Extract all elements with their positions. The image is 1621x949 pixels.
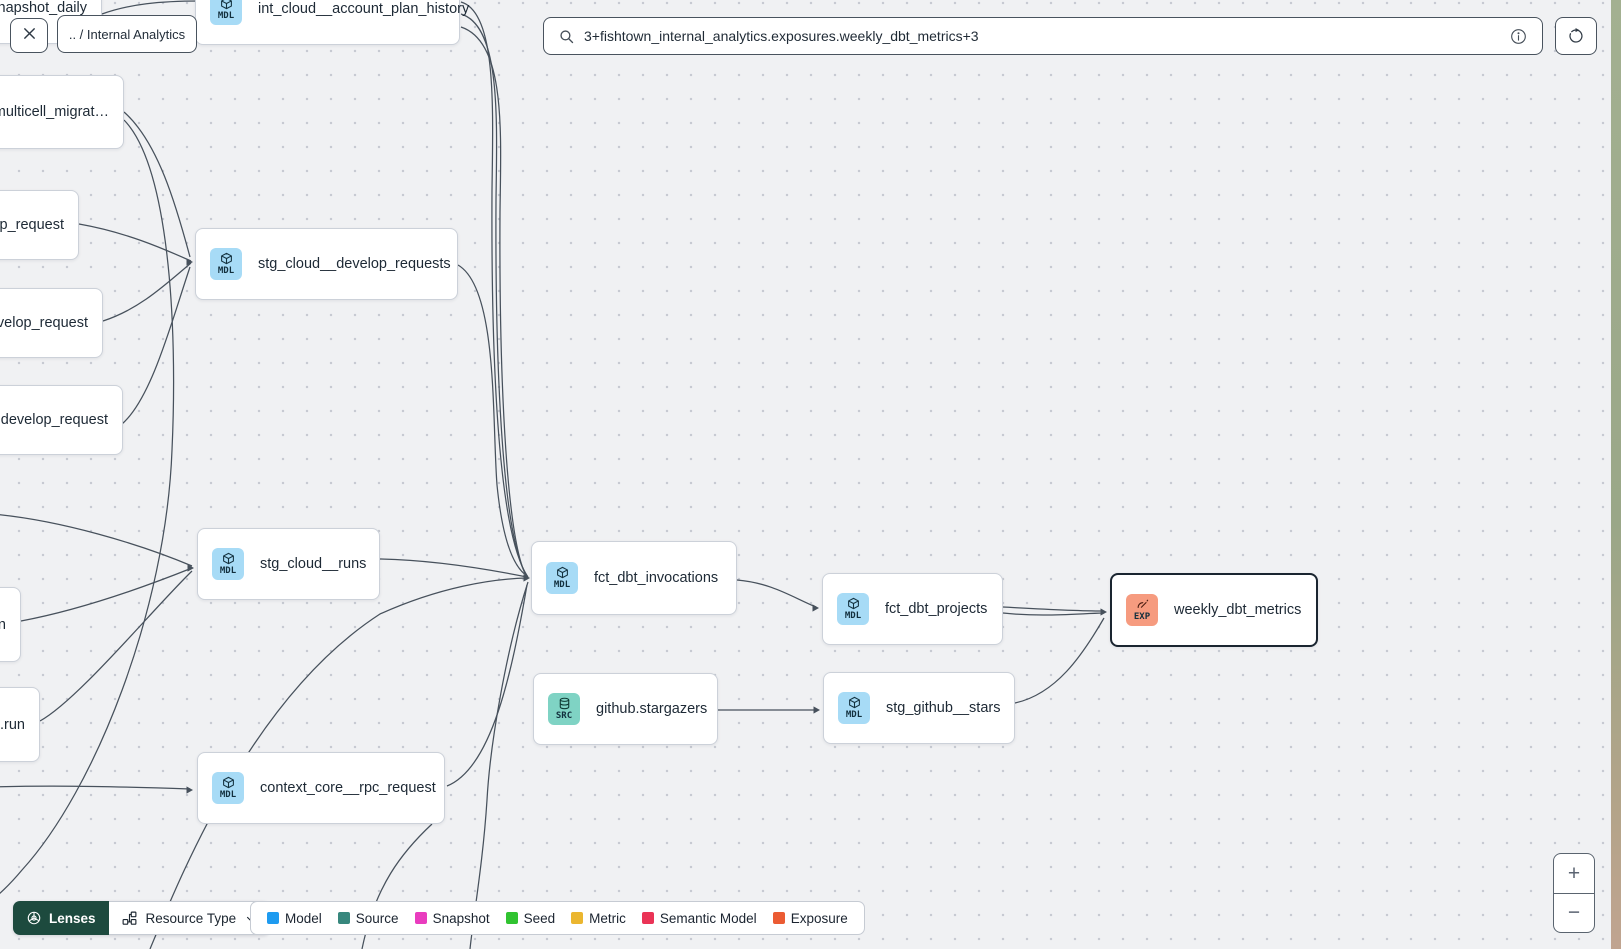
node-label: stg_cloud__develop_requests xyxy=(258,256,451,272)
node-label: .run xyxy=(0,716,25,733)
info-icon[interactable] xyxy=(1509,27,1528,46)
graph-node-github.stargazers[interactable]: SRC github.stargazers xyxy=(533,673,718,745)
legend-swatch-icon xyxy=(337,912,350,924)
node-label: stg_cloud__runs xyxy=(260,556,367,572)
legend-swatch-icon xyxy=(641,912,654,924)
node-label: github.stargazers xyxy=(596,701,708,717)
node-label: fct_dbt_projects xyxy=(885,601,988,617)
node-label: p_request xyxy=(0,217,64,233)
legend-label: Exposure xyxy=(790,910,848,926)
source-database-icon: SRC xyxy=(548,693,580,725)
legend-swatch-icon xyxy=(772,912,785,924)
graph-node-n_node[interactable]: n xyxy=(0,587,21,662)
badge-type-label: MDL xyxy=(219,566,237,576)
search-bar[interactable] xyxy=(543,17,1543,55)
refresh-button[interactable] xyxy=(1555,17,1597,55)
graph-node-velop_request[interactable]: velop_request xyxy=(0,288,103,358)
refresh-icon xyxy=(1567,27,1585,45)
legend-label: Source xyxy=(355,910,399,926)
badge-type-label: SRC xyxy=(555,711,573,721)
graph-node-fct_dbt_invocations[interactable]: MDL fct_dbt_invocations xyxy=(531,541,737,615)
badge-type-label: MDL xyxy=(217,11,235,21)
node-label: snapshot_daily xyxy=(0,0,87,16)
legend-label: Snapshot xyxy=(432,910,490,926)
badge-type-label: EXP xyxy=(1133,612,1151,622)
legend-label: Semantic Model xyxy=(659,910,757,926)
graph-node-context_core__rpc_request[interactable]: MDL context_core__rpc_request xyxy=(197,752,445,824)
legend-item-model: Model xyxy=(267,911,322,926)
graph-node-develop_request[interactable]: .develop_request xyxy=(0,385,123,455)
legend-label: Seed xyxy=(523,910,556,926)
node-label: velop_request xyxy=(0,315,88,331)
legend-label: Metric xyxy=(589,910,626,926)
node-label: fct_dbt_invocations xyxy=(594,570,719,586)
model-cube-icon: MDL xyxy=(837,593,869,625)
node-label: n xyxy=(0,616,6,633)
graph-node-int_cloud__account_plan_history[interactable]: MDL int_cloud__account_plan_history xyxy=(195,0,469,45)
resource-type-label: Resource Type xyxy=(145,910,237,926)
badge-type-label: MDL xyxy=(219,790,237,800)
legend-swatch-icon xyxy=(414,912,427,924)
legend-item-semantic-model: Semantic Model xyxy=(641,910,757,926)
node-label: int_cloud__account_plan_history xyxy=(258,1,470,17)
zoom-controls: + − xyxy=(1553,853,1595,933)
graph-node-run_node[interactable]: .run xyxy=(0,687,40,762)
resource-type-legend: Model Source Snapshot Seed Metric Semantic Mo… xyxy=(250,901,865,935)
close-button[interactable] xyxy=(10,18,48,53)
model-cube-icon: MDL xyxy=(546,562,578,594)
resource-type-dropdown[interactable]: Resource Type xyxy=(108,901,271,935)
search-input[interactable] xyxy=(584,28,1500,44)
graph-node-weekly_dbt_metrics[interactable]: EXP weekly_dbt_metrics xyxy=(1110,573,1318,647)
lenses-icon xyxy=(26,910,42,926)
node-label: weekly_dbt_metrics xyxy=(1174,602,1302,618)
node-label: stg_github__stars xyxy=(886,700,1001,716)
model-cube-icon: MDL xyxy=(212,772,244,804)
badge-type-label: MDL xyxy=(845,710,863,720)
zoom-in-button[interactable]: + xyxy=(1554,854,1594,894)
legend-swatch-icon xyxy=(505,912,518,924)
legend-item-snapshot: Snapshot xyxy=(414,910,490,926)
model-cube-icon: MDL xyxy=(210,0,242,25)
legend-item-metric: Metric xyxy=(571,911,626,926)
resource-type-icon xyxy=(121,910,138,927)
graph-node-stg_cloud__runs[interactable]: MDL stg_cloud__runs xyxy=(197,528,380,600)
zoom-out-icon: − xyxy=(1567,901,1581,925)
graph-node-fct_dbt_projects[interactable]: MDL fct_dbt_projects xyxy=(822,573,1003,645)
legend-item-source: Source xyxy=(337,910,399,926)
badge-type-label: MDL xyxy=(844,611,862,621)
zoom-out-button[interactable]: − xyxy=(1554,894,1594,933)
zoom-in-icon: + xyxy=(1567,861,1581,885)
desktop-background-strip xyxy=(1611,0,1621,949)
badge-type-label: MDL xyxy=(553,580,571,590)
graph-node-stg_github__stars[interactable]: MDL stg_github__stars xyxy=(823,672,1015,744)
badge-type-label: MDL xyxy=(217,266,235,276)
model-cube-icon: MDL xyxy=(210,248,242,280)
search-icon xyxy=(558,28,575,45)
legend-item-exposure: Exposure xyxy=(772,910,848,926)
node-label: context_core__rpc_request xyxy=(260,780,436,796)
breadcrumb-label: .. / Internal Analytics xyxy=(68,26,186,42)
lens-controls: Lenses Resource Type xyxy=(13,901,271,935)
exposure-gauge-icon: EXP xyxy=(1126,594,1158,626)
close-icon xyxy=(21,25,38,47)
model-cube-icon: MDL xyxy=(838,692,870,724)
legend-swatch-icon xyxy=(571,912,584,924)
graph-node-multicell_migrat[interactable]: multicell_migrat… xyxy=(0,75,124,149)
model-cube-icon: MDL xyxy=(212,548,244,580)
legend-item-seed: Seed xyxy=(505,910,556,926)
legend-swatch-icon xyxy=(267,912,279,924)
lenses-button[interactable]: Lenses xyxy=(13,901,109,935)
lenses-label: Lenses xyxy=(49,910,96,926)
legend-label: Model xyxy=(285,910,322,926)
node-label: multicell_migrat… xyxy=(0,104,109,120)
node-label: .develop_request xyxy=(0,412,108,428)
graph-node-op_request[interactable]: p_request xyxy=(0,190,79,260)
breadcrumb[interactable]: .. / Internal Analytics xyxy=(57,15,197,53)
graph-node-stg_cloud__develop_requests[interactable]: MDL stg_cloud__develop_requests xyxy=(195,228,458,300)
